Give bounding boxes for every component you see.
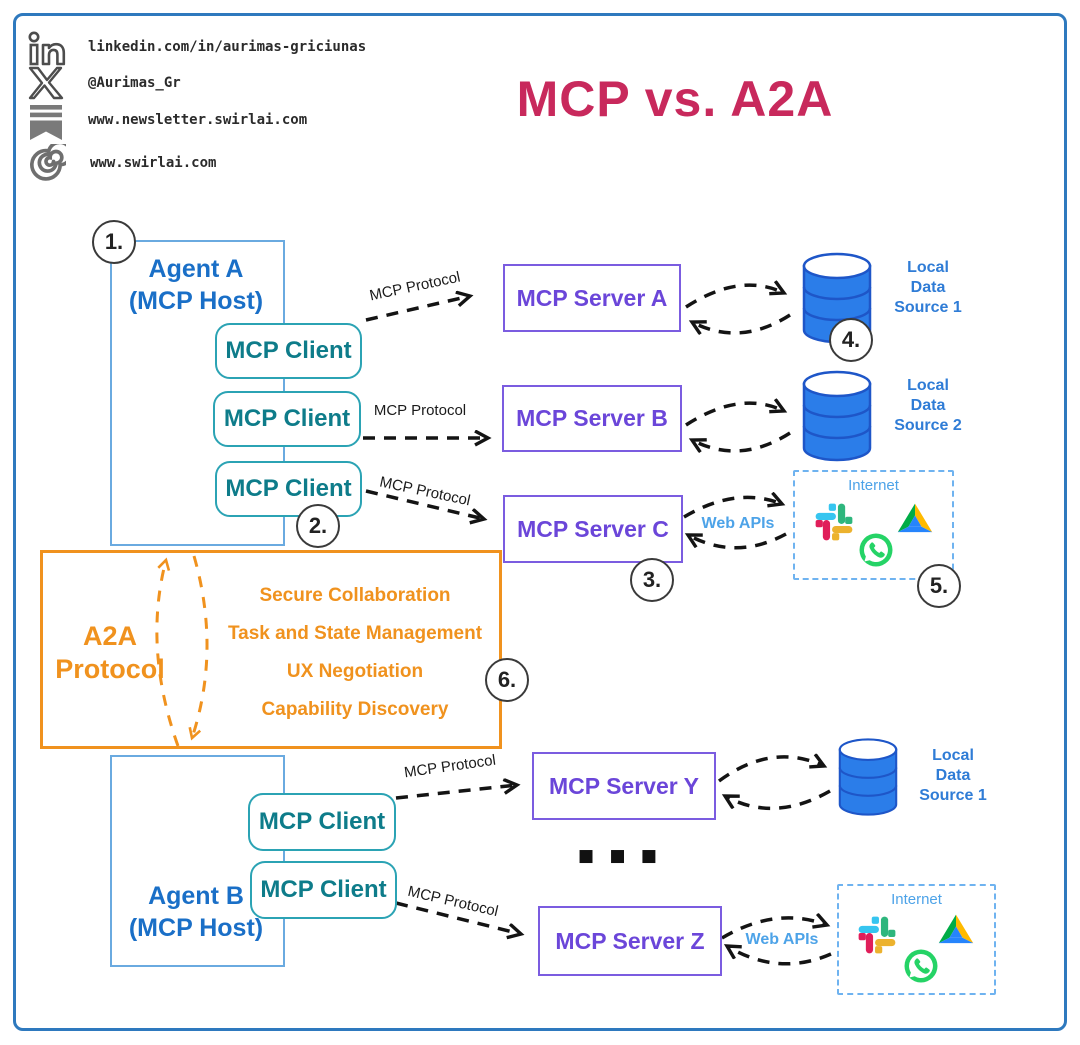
mcp-server-y-box: MCP Server Y bbox=[532, 752, 716, 820]
a2a-protocol-box bbox=[40, 550, 502, 749]
step-badge-6: 6. bbox=[485, 658, 529, 702]
a2a-feature: UX Negotiation bbox=[286, 661, 424, 682]
web-apis-label-c: Web APIs bbox=[701, 515, 775, 532]
agent-b-label: Agent B (MCP Host) bbox=[112, 880, 280, 944]
slack-icon bbox=[813, 501, 855, 548]
a2a-feature: Capability Discovery bbox=[261, 699, 449, 720]
internet-label-top: Internet bbox=[848, 477, 899, 494]
a2a-feature: Secure Collaboration bbox=[259, 585, 451, 606]
linkedin-handle: linkedin.com/in/aurimas-griciunas bbox=[88, 39, 367, 55]
a2a-protocol-label: A2A Protocol bbox=[55, 621, 165, 684]
x-handle: @Aurimas_Gr bbox=[88, 75, 181, 91]
whatsapp-icon bbox=[858, 532, 894, 573]
step-badge-2: 2. bbox=[296, 504, 340, 548]
mcp-server-a-box: MCP Server A bbox=[503, 264, 681, 332]
a2a-feature: Task and State Management bbox=[227, 623, 483, 644]
internet-label-bottom: Internet bbox=[891, 891, 942, 908]
newsletter-icon bbox=[30, 105, 62, 146]
google-drive-icon bbox=[937, 913, 975, 952]
agent-b-name: Agent B bbox=[148, 882, 244, 910]
mcp-client-b1: MCP Client bbox=[248, 793, 396, 851]
database-icon-y bbox=[836, 736, 900, 823]
x-icon bbox=[28, 66, 64, 105]
page-title: MCP vs. A2A bbox=[516, 71, 834, 127]
internet-box-bottom: Internet bbox=[837, 884, 996, 995]
mcp-client-a1: MCP Client bbox=[215, 323, 362, 379]
internet-box-top: Internet bbox=[793, 470, 954, 580]
local-data-source-y-label: Local Data Source 1 bbox=[919, 747, 987, 804]
local-data-source-2-label: Local Data Source 2 bbox=[894, 377, 962, 434]
mcp-client-a3: MCP Client bbox=[215, 461, 362, 517]
whatsapp-icon bbox=[903, 948, 939, 989]
step-badge-4: 4. bbox=[829, 318, 873, 362]
swirl-icon bbox=[26, 140, 73, 189]
mcp-client-b2: MCP Client bbox=[250, 861, 397, 919]
google-drive-icon bbox=[896, 502, 934, 541]
agent-a-role: (MCP Host) bbox=[128, 287, 264, 315]
agent-a-label: Agent A (MCP Host) bbox=[112, 253, 280, 317]
newsletter-url: www.newsletter.swirlai.com bbox=[88, 112, 308, 128]
step-badge-5: 5. bbox=[917, 564, 961, 608]
outer-border bbox=[13, 13, 1067, 1031]
linkedin-icon bbox=[26, 29, 66, 72]
mcp-client-a2: MCP Client bbox=[213, 391, 361, 447]
mcp-server-b-box: MCP Server B bbox=[502, 385, 682, 452]
mcp-server-z-box: MCP Server Z bbox=[538, 906, 722, 976]
database-icon-b bbox=[800, 368, 874, 469]
step-badge-3: 3. bbox=[630, 558, 674, 602]
slack-icon bbox=[856, 914, 898, 961]
a2a-feature-list: Secure Collaboration Task and State Mana… bbox=[200, 584, 510, 722]
more-servers-ellipsis: ■ ■ ■ bbox=[578, 846, 662, 866]
local-data-source-1-label: Local Data Source 1 bbox=[894, 259, 962, 316]
mcp-server-c-box: MCP Server C bbox=[503, 495, 683, 563]
agent-b-role: (MCP Host) bbox=[128, 914, 264, 942]
agent-a-name: Agent A bbox=[148, 255, 244, 283]
web-apis-label-z: Web APIs bbox=[745, 931, 819, 948]
mcp-protocol-label-b: MCP Protocol bbox=[373, 402, 467, 419]
swirl-url: www.swirlai.com bbox=[90, 155, 217, 171]
step-badge-1: 1. bbox=[92, 220, 136, 264]
